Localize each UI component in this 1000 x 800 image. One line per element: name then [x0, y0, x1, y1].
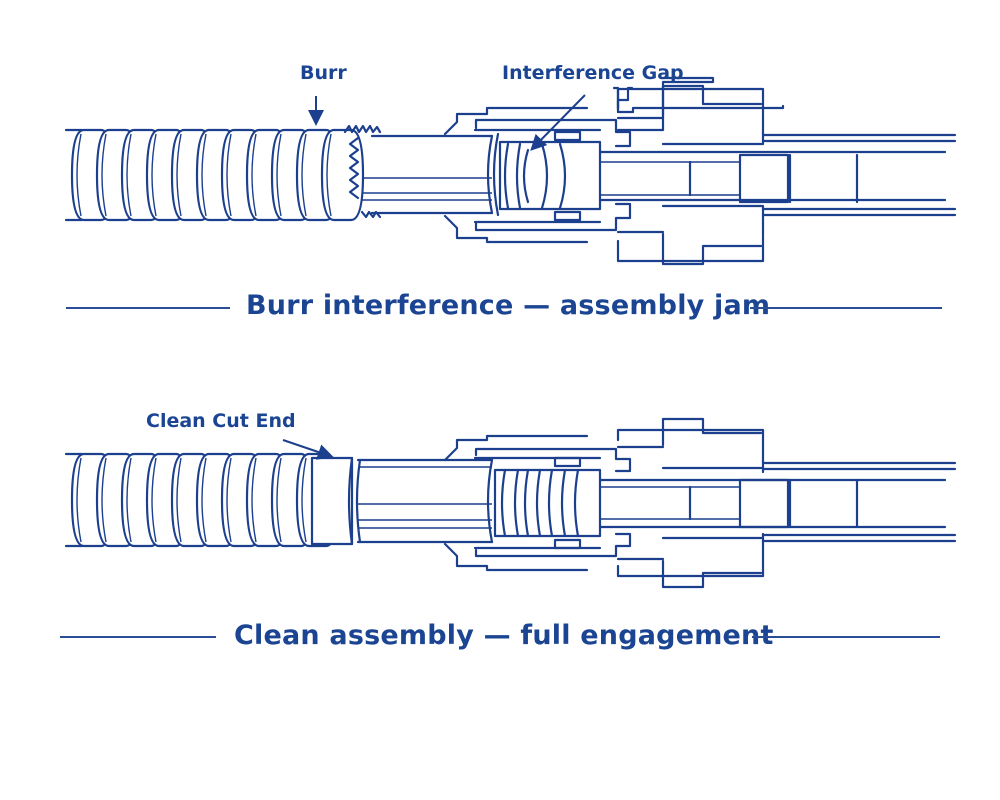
conduit-rib	[320, 128, 365, 222]
fitting-body	[443, 417, 957, 589]
clean-cut-end	[310, 456, 362, 546]
interference-gap-callout-label: Interference Gap	[502, 62, 684, 84]
fitting-body	[443, 76, 957, 266]
burr-callout-label: Burr	[300, 62, 347, 84]
clean-caption: Clean assembly — full engagement	[234, 620, 774, 651]
clean-cut-arrow	[282, 439, 334, 460]
corrugated-conduit	[64, 128, 365, 222]
clean-cut-callout-label: Clean Cut End	[146, 410, 296, 432]
caption-rule-right	[752, 636, 940, 638]
inserted-tube	[362, 132, 500, 217]
burr-caption: Burr interference — assembly jam	[246, 290, 771, 321]
caption-rule-left	[60, 636, 216, 638]
burr-assembly	[64, 76, 957, 266]
caption-rule-left	[66, 307, 230, 309]
corrugated-conduit	[64, 452, 340, 548]
interference-gap-arrow	[530, 94, 586, 151]
clean-assembly	[64, 417, 957, 589]
inserted-tube	[356, 458, 494, 544]
caption-rule-right	[750, 307, 942, 309]
